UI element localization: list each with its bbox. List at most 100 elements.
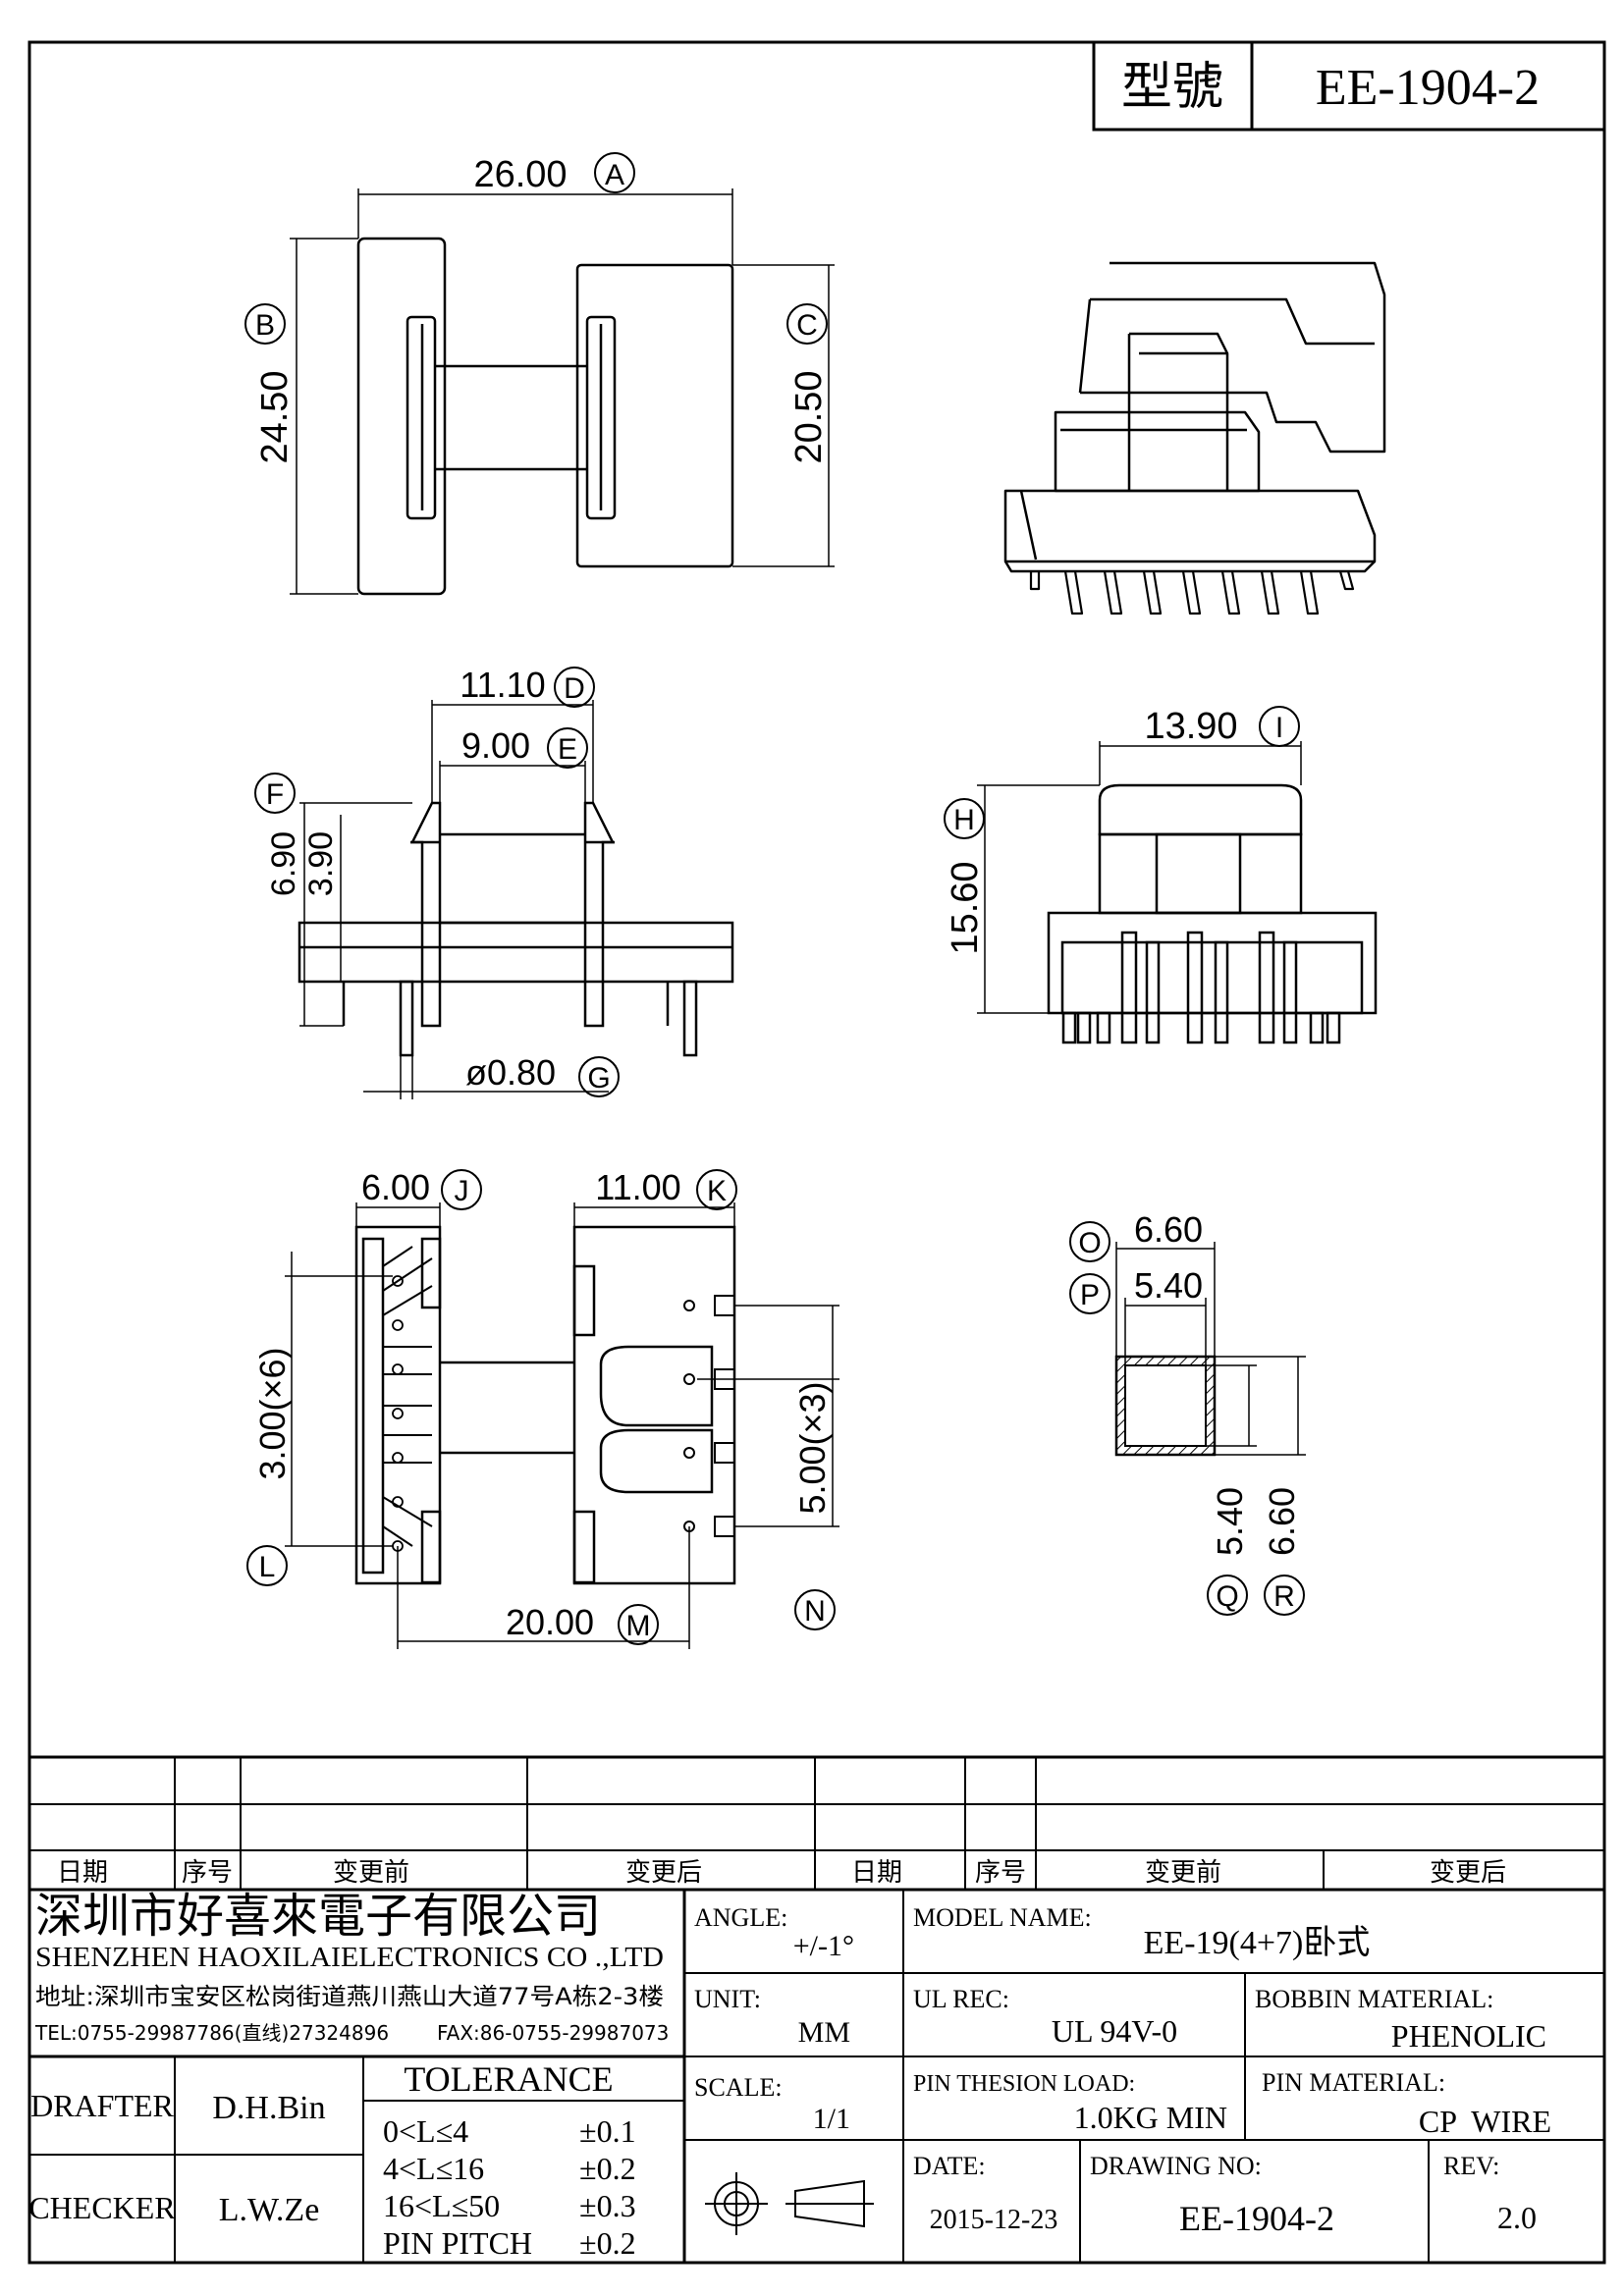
dim-D-value: 11.10 [460, 665, 545, 705]
pin-material-value: CP WIRE [1419, 2104, 1551, 2139]
model-name-label: MODEL NAME: [913, 1903, 1092, 1932]
company-address: 地址:深圳市宝安区松岗街道燕川燕山大道77号A栋2-3楼 [35, 1983, 664, 2010]
dim-O: O 6.60 [1069, 1209, 1203, 1262]
drawing-no-label: DRAWING NO: [1090, 2152, 1262, 2180]
dim-L-tag: L [259, 1551, 276, 1583]
company-name-en: SHENZHEN HAOXILAIELECTRONICS CO .,LTD [35, 1943, 664, 1973]
scale-label: SCALE: [694, 2073, 783, 2102]
dim-J-value: 6.00 [361, 1167, 430, 1207]
dim-P-value: 5.40 [1134, 1265, 1203, 1306]
dim-E: 9.00 E [461, 725, 588, 769]
dim-A-value: 26.00 [473, 154, 567, 195]
dim-G-tag: G [587, 1062, 610, 1095]
dim-N-tag: N [804, 1595, 826, 1628]
pin-section [1114, 1242, 1306, 1457]
model-name-value: EE-19(4+7)卧式 [1144, 1925, 1371, 1961]
rev-header-seq-2: 序号 [975, 1858, 1026, 1888]
company-name-cn: 深圳市好喜來電子有限公司 [35, 1891, 601, 1943]
dim-A-tag: A [605, 159, 624, 191]
dim-G-value: ø0.80 [465, 1052, 556, 1093]
tolerance-value-3: ±0.3 [579, 2188, 636, 2223]
company-fax: FAX:86-0755-29987073 [437, 2021, 669, 2045]
dim-F: F 6.90 3.90 [254, 773, 340, 896]
people-block: DRAFTER D.H.Bin CHECKER L.W.Ze [28, 2088, 325, 2228]
dim-N-value: 5.00(×3) [792, 1381, 833, 1514]
dim-R-value: 6.60 [1262, 1487, 1302, 1556]
dim-J: 6.00 J [361, 1167, 482, 1210]
company-block: 深圳市好喜來電子有限公司 SHENZHEN HAOXILAIELECTRONIC… [34, 1891, 669, 2045]
dim-O-tag: O [1078, 1227, 1101, 1259]
rev-label: REV: [1443, 2152, 1499, 2180]
side-view [298, 700, 734, 1099]
angle-label: ANGLE: [694, 1903, 787, 1932]
top-view [290, 188, 835, 596]
unit-value: MM [798, 2016, 850, 2049]
tolerance-range-1: 0<L≤4 [383, 2113, 468, 2149]
drafter-value: D.H.Bin [212, 2090, 325, 2126]
rev-header-before-2: 变更前 [1145, 1858, 1221, 1888]
dim-F-tag: F [266, 778, 284, 811]
date-label: DATE: [913, 2152, 986, 2180]
dim-B-value: 24.50 [254, 370, 296, 463]
pin-load-label: PIN THESION LOAD: [913, 2071, 1135, 2097]
dim-G: ø0.80 G [465, 1052, 620, 1097]
fields-block: ANGLE: +/-1° UNIT: MM SCALE: 1/1 MODEL N… [694, 1903, 1551, 2238]
dim-P-tag: P [1080, 1279, 1100, 1311]
dim-H: H 15.60 [944, 798, 986, 955]
dim-E-value: 9.00 [461, 725, 530, 766]
sheet-border [27, 40, 1606, 2265]
dim-P: P 5.40 [1069, 1265, 1203, 1314]
bobbin-label: BOBBIN MATERIAL: [1255, 1985, 1493, 2013]
tolerance-block: TOLERANCE 0<L≤4 ±0.1 4<L≤16 ±0.2 16<L≤50… [383, 2059, 636, 2261]
angle-value: +/-1° [793, 1930, 854, 1962]
dim-H-tag: H [953, 804, 975, 836]
company-tel: TEL:0755-29987786(直线)27324896 [34, 2021, 389, 2045]
rev-header-before-1: 变更前 [333, 1858, 409, 1888]
drawing-no-value: EE-1904-2 [1179, 2199, 1334, 2238]
dim-I-tag: I [1275, 712, 1283, 744]
rev-header-seq-1: 序号 [182, 1858, 233, 1888]
dim-J-tag: J [455, 1175, 469, 1207]
rev-header-after-1: 变更后 [625, 1858, 702, 1888]
projection-symbol-icon [705, 2172, 874, 2235]
dim-D-tag: D [564, 672, 585, 705]
dim-H-value: 15.60 [945, 861, 986, 954]
dim-L: 3.00(×6) L [246, 1347, 293, 1586]
tolerance-title: TOLERANCE [404, 2059, 613, 2099]
isometric-view [1003, 261, 1386, 615]
dim-B: B 24.50 [244, 303, 296, 464]
dim-C: C 20.50 [786, 303, 830, 464]
dim-Q-value: 5.40 [1210, 1487, 1250, 1556]
dim-O-value: 6.60 [1134, 1209, 1203, 1250]
bottom-view [285, 1202, 839, 1649]
revision-table [29, 1755, 1604, 1892]
rev-header-after-2: 变更后 [1430, 1858, 1506, 1888]
rev-value: 2.0 [1497, 2200, 1537, 2235]
checker-value: L.W.Ze [219, 2192, 320, 2228]
dim-B-tag: B [255, 309, 275, 342]
date-value: 2015-12-23 [930, 2205, 1058, 2235]
dim-K-value: 11.00 [595, 1167, 680, 1207]
model-value: EE-1904-2 [1316, 60, 1540, 116]
dim-Q: 5.40 Q [1207, 1487, 1250, 1616]
dim-N: 5.00(×3) N [792, 1381, 836, 1630]
dim-K: 11.00 K [595, 1167, 737, 1210]
dim-R-tag: R [1273, 1580, 1295, 1613]
dim-D: 11.10 D [460, 665, 595, 708]
pin-material-label: PIN MATERIAL: [1262, 2068, 1445, 2097]
drafter-label: DRAFTER [30, 2088, 174, 2123]
dim-I: 13.90 I [1144, 706, 1300, 747]
unit-label: UNIT: [694, 1985, 761, 2013]
rev-header-date-1: 日期 [57, 1858, 108, 1888]
tolerance-value-4: ±0.2 [579, 2225, 636, 2261]
model-title-box: 型號 EE-1904-2 [1092, 40, 1606, 132]
dim-M-value: 20.00 [506, 1602, 594, 1642]
dim-M-tag: M [626, 1610, 651, 1642]
tolerance-value-1: ±0.1 [579, 2113, 636, 2149]
bobbin-value: PHENOLIC [1391, 2018, 1546, 2054]
dim-E-tag: E [558, 733, 577, 766]
revision-headers: 日期 序号 变更前 变更后 日期 序号 变更前 变更后 [57, 1858, 1506, 1888]
tolerance-range-3: 16<L≤50 [383, 2188, 500, 2223]
tolerance-range-2: 4<L≤16 [383, 2151, 484, 2186]
